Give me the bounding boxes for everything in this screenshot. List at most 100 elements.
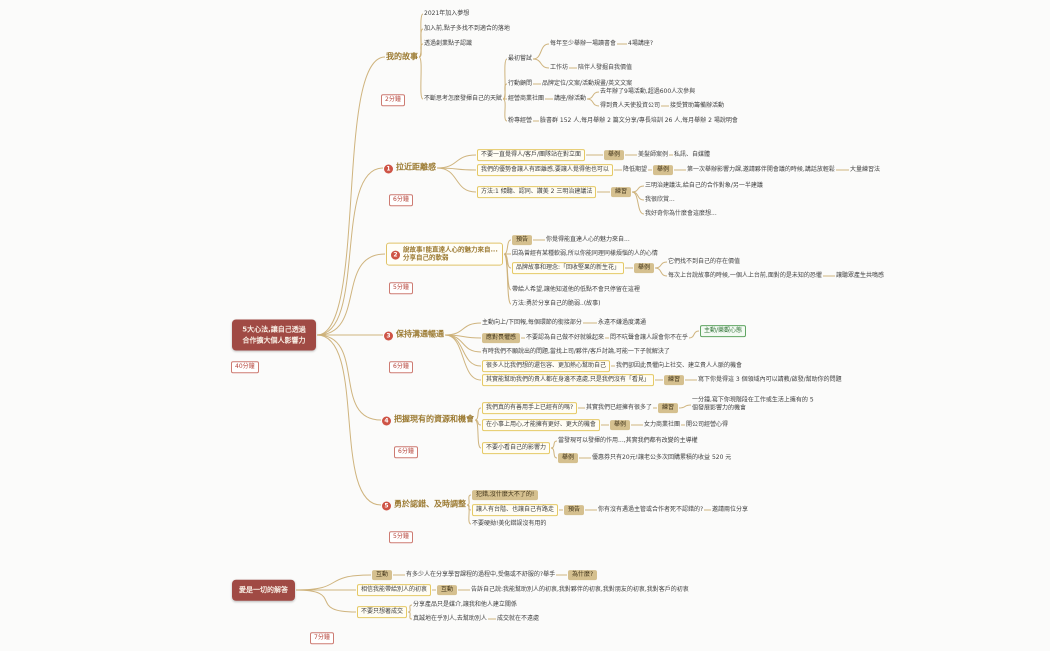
tag-label[interactable]: 犯錯,沒什麼大不了的! (472, 490, 539, 500)
subtopic-node[interactable]: 陪伴人發掘自我價值 (578, 64, 632, 72)
subtopic-node[interactable]: 它們找不到自己的存在價值 (668, 258, 740, 266)
tag-label[interactable]: 舉例 (653, 165, 674, 175)
subtopic-node[interactable]: 真誠地在乎別人,去幫助別人 (413, 615, 487, 623)
subtopic-node[interactable]: 經營商業社團 (508, 95, 544, 103)
subtopic-node[interactable]: 一分鐘,寫下你現階段在工作或生活上擁有的 5 個發展影響力的機會 (692, 397, 816, 414)
subtopic-highlighted[interactable]: 很多人比我們想的還包容、更加熱心幫助自己 (482, 360, 611, 372)
tag-label[interactable]: 為什麼? (568, 570, 598, 580)
subtopic-highlighted[interactable]: 在小事上用心,才能擁有更好、更大的機會 (482, 419, 600, 431)
tag-label[interactable]: 舉例 (610, 420, 631, 430)
subtopic-node[interactable]: 帶給人希望,讓他知道他的低點不會只停留在這裡 (512, 286, 640, 294)
subtopic-highlighted[interactable]: 方法:1 傾聽、認同、讚美 2 三明治建議法 (477, 186, 597, 198)
branch-line (316, 334, 382, 506)
subtopic-node[interactable]: 方法:勇於分享自己的脆弱..(故事) (512, 300, 601, 308)
duration-badge: 5分鐘 (389, 531, 413, 543)
subtopic-node[interactable]: 當發現可以發揮的作用...,其實我們都有改變的主導權 (558, 437, 698, 445)
highlight-note[interactable]: 主動/樂觀心態 (700, 325, 747, 337)
subtopic-node[interactable]: 你覺得能直達人心的魅力來自... (546, 236, 630, 244)
subtopic-node[interactable]: 每次上台說故事的時候,一個人上台前,面對的是未知的恐懼 (668, 272, 822, 280)
subtopic-node[interactable]: 其實我們已經擁有很多了 (586, 404, 652, 412)
subtopic-node[interactable]: 寫下你覺得這 3 個領域內可以請教/啟發/幫助你的問題 (698, 376, 842, 384)
node-label: 其實能幫助我們的貴人都在身邊不遠處,只是我們沒有「看見」 (486, 376, 650, 384)
branch-line (502, 83, 508, 100)
subtopic-node[interactable]: 不要認為自己做不好就躲起來 (526, 334, 604, 342)
subtopic-node[interactable]: 三明治建議法,給自己的合作對象/另一半建議 (645, 182, 763, 190)
branch-line (586, 91, 600, 100)
subtopic-node[interactable]: 降低期望 (623, 166, 647, 174)
subtopic-node[interactable]: 我好奇你為什麼會這麼想... (645, 210, 717, 218)
subtopic-node[interactable]: 有多少人在分享學習課程的過程中,受傷或不舒服的?舉手 (406, 571, 555, 579)
subtopic-node[interactable]: 開公司經營心得 (686, 421, 728, 429)
node-label: 其實我們已經擁有很多了 (586, 404, 653, 412)
subtopic-node[interactable]: 每年至少舉辦一場讀書會 (550, 40, 616, 48)
branch-line (502, 98, 508, 122)
subtopic-node[interactable]: 第一次舉辦影響力課,邀請夥伴開會議的時候,講話放輕鬆 (687, 166, 835, 174)
subtopic-node[interactable]: 讓聽眾產生共鳴感 (836, 272, 884, 280)
tag-label[interactable]: 舉例 (634, 263, 655, 273)
tag-label[interactable]: 預告 (512, 235, 533, 245)
main-topic[interactable]: 我的故事 (386, 52, 418, 62)
main-topic[interactable]: 2說故事!能直達人心的魅力來自... 分享自己的軟弱 (386, 242, 503, 266)
subtopic-node[interactable]: 透過創業點子認識 (424, 40, 472, 48)
tag-label[interactable]: 練習 (611, 187, 632, 197)
tag-label[interactable]: 應對畏懼感 (482, 333, 521, 343)
subtopic-highlighted[interactable]: 不要小看自己的影響力 (482, 442, 551, 454)
subtopic-node[interactable]: 分享產品只是媒介,讓我和他人建立關係 (413, 601, 517, 609)
tag-label[interactable]: 舉例 (558, 453, 579, 463)
subtopic-node[interactable]: 有時我們不願說出的問題,當找上司/夥伴/客戶討論,可能一下子就解決了 (482, 348, 670, 356)
subtopic-node[interactable]: 行動顧問 (508, 80, 532, 88)
subtopic-node[interactable]: 優惠券只有20元!讓老公多次回購累積的收益 520 元 (592, 454, 731, 462)
tag-label[interactable]: 練習 (658, 403, 679, 413)
subtopic-node[interactable]: 我很欣賞... (645, 196, 675, 204)
subtopic-highlighted[interactable]: 品牌故事和理念:「回收堅果的新生花」 (512, 262, 625, 274)
tag-label[interactable]: 練習 (664, 375, 685, 385)
subtopic-node[interactable]: 不要硬拗!美化錯誤沒有用的 (472, 520, 546, 528)
subtopic-node[interactable]: 粉專經營 (508, 117, 532, 125)
subtopic-node[interactable]: 品牌定位/文案/活動規畫/英文文案 (542, 80, 632, 88)
subtopic-node[interactable]: 2021年加入夢想 (424, 10, 469, 18)
subtopic-highlighted[interactable]: 相信我能帶給別人的初衷 (357, 584, 432, 596)
subtopic-node[interactable]: 主動向上/下回報,每個環節的銜接部分 (482, 319, 582, 327)
node-label: 我的故事 (386, 51, 418, 61)
subtopic-node[interactable]: 接受贊助籌備辦活動 (670, 102, 724, 110)
tag-label[interactable]: 互動 (372, 570, 393, 580)
subtopic-node[interactable]: 去年辦了9場活動,超過600人次參與 (600, 88, 695, 96)
subtopic-node[interactable]: 4場講座? (628, 40, 653, 48)
subtopic-highlighted[interactable]: 不要只想著成交 (357, 606, 408, 618)
tag-label[interactable]: 舉例 (604, 150, 625, 160)
subtopic-highlighted[interactable]: 我們真的有善用手上已經有的嗎? (482, 402, 578, 414)
subtopic-node[interactable]: 最初嘗試 (508, 55, 532, 63)
subtopic-node[interactable]: 不斷思考怎麼發揮自己的天賦 (424, 95, 502, 103)
subtopic-highlighted[interactable]: 讓人有台階、也讓自己有路走 (472, 504, 559, 516)
subtopic-node[interactable]: 告訴自己說:我能幫助別人的初衷,我對夥伴的初衷,我對朋友的初衷,我對客戶的初衷 (471, 586, 689, 594)
subtopic-node[interactable]: 女力商業社團 (644, 421, 680, 429)
central-topic[interactable]: 愛是一切的解答 (232, 579, 295, 601)
subtopic-node[interactable]: 成交就在不遠處 (497, 615, 539, 623)
subtopic-node[interactable]: 得到貴人天使投資公司 (600, 102, 660, 110)
subtopic-node[interactable]: 我們卻因此畏懼向上社交、建立貴人人脈的機會 (616, 362, 742, 370)
subtopic-highlighted[interactable]: 我們的優勢會讓人有距離感,要讓人覺得他也可以 (477, 164, 613, 176)
subtopic-node[interactable]: 邀請兩位分享 (712, 506, 748, 514)
subtopic-node[interactable]: 大量練習法 (850, 166, 880, 174)
tag-label[interactable]: 互動 (437, 585, 458, 595)
tag-label[interactable]: 預告 (564, 505, 585, 515)
subtopic-node[interactable]: 美髮師案例 (638, 151, 668, 159)
subtopic-node[interactable]: 你有沒有遇過主管或合作者死不認錯的? (598, 506, 703, 514)
central-topic[interactable]: 5大心法,讓自己透過合作擴大個人影響力 (232, 319, 316, 351)
subtopic-node[interactable]: 永遠不嫌過度溝通 (598, 319, 646, 327)
subtopic-node[interactable]: 工作坊 (550, 64, 568, 72)
subtopic-node[interactable]: 加入前,點子多找不到適合的落地 (424, 25, 510, 33)
node-label: 經營商業社團 (508, 95, 545, 103)
subtopic-node[interactable]: 私訊、自媒體 (674, 151, 710, 159)
subtopic-highlighted[interactable]: 不要一直覺得人/客戶/團隊站在對立面 (477, 149, 586, 161)
subtopic-node[interactable]: 因為曾經有某種軟弱,所以你能同理同樣煩惱的人的心情 (512, 250, 658, 258)
subtopic-node[interactable]: 講座/辦活動 (554, 95, 586, 103)
subtopic-node[interactable]: 悶不吭聲會讓人誤會你不在乎 (610, 334, 688, 342)
subtopic-node[interactable]: 臉書群 152 人,每月舉辦 2 篇文分享/專長培訓 26 人,每月舉辦 2 場… (540, 117, 738, 125)
subtopic-highlighted[interactable]: 其實能幫助我們的貴人都在身邊不遠處,只是我們沒有「看見」 (482, 374, 654, 386)
